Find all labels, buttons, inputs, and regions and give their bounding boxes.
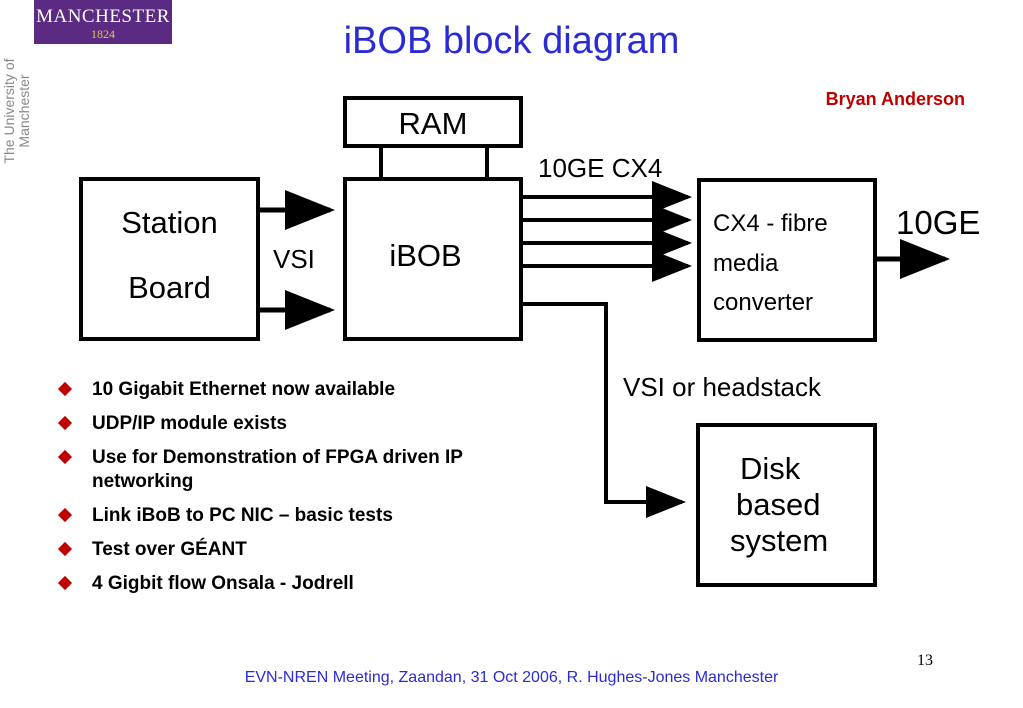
station-board-label-line2: Board — [128, 270, 211, 305]
station-board-box — [79, 177, 260, 341]
page-number: 13 — [917, 652, 933, 669]
bullet-text: UDP/IP module exists — [92, 413, 287, 434]
footer-text: EVN-NREN Meeting, Zaandan, 31 Oct 2006, … — [244, 669, 779, 686]
disk-label-line3: system — [730, 523, 829, 558]
bullet-diamond-icon — [57, 541, 73, 557]
bullet-diamond-icon — [57, 381, 73, 397]
disk-link — [522, 302, 686, 518]
disk-system-box — [696, 423, 877, 587]
bullet-text: 10 Gigabit Ethernet now available — [92, 379, 396, 400]
bullet-text: Test over GÉANT — [92, 539, 247, 560]
bullet-text: Link iBoB to PC NIC – basic tests — [92, 505, 393, 526]
bullet-item: 10 Gigabit Ethernet now available — [57, 378, 538, 402]
bullet-item: Link iBoB to PC NIC – basic tests — [57, 504, 538, 528]
slide-title: iBOB block diagram — [343, 20, 680, 62]
vsi-label: VSI — [273, 244, 315, 274]
bullet-diamond-icon — [57, 575, 73, 591]
media-converter-box — [697, 178, 877, 342]
converter-label-line1: CX4 - fibre — [713, 210, 828, 237]
disk-label-line2: based — [736, 487, 821, 522]
converter-label-line2: media — [713, 250, 779, 277]
cx4-link-label: 10GE CX4 — [538, 153, 663, 183]
bullet-diamond-icon — [57, 415, 73, 431]
bullet-text: 4 Gigbit flow Onsala - Jodrell — [92, 573, 354, 594]
converter-label-line3: converter — [713, 289, 814, 316]
bullet-item: Test over GÉANT — [57, 538, 538, 562]
logo-year: 1824 — [91, 27, 115, 41]
bullet-item: UDP/IP module exists — [57, 412, 538, 436]
ibob-label: iBOB — [389, 238, 462, 273]
bullet-item: 4 Gigbit flow Onsala - Jodrell — [57, 572, 538, 596]
ram-box — [343, 96, 523, 148]
output-10ge-label: 10GE — [896, 204, 981, 241]
bullet-diamond-icon — [57, 507, 73, 523]
bullet-item: Use for Demonstration of FPGA driven IP … — [57, 446, 538, 494]
logo-name: MANCHESTER — [36, 6, 170, 27]
bullet-list: 10 Gigabit Ethernet now available UDP/IP… — [57, 378, 538, 606]
ram-label: RAM — [398, 106, 468, 141]
station-board-label-line1: Station — [121, 205, 218, 240]
vsi-headstack-label: VSI or headstack — [623, 372, 821, 402]
university-logo: MANCHESTER 1824 — [34, 0, 172, 44]
bullet-text: Use for Demonstration of FPGA driven IP … — [92, 447, 463, 492]
disk-label-line1: Disk — [740, 451, 801, 486]
bullet-diamond-icon — [57, 449, 73, 465]
author-name: Bryan Anderson — [825, 89, 965, 109]
ibob-box — [343, 177, 523, 341]
